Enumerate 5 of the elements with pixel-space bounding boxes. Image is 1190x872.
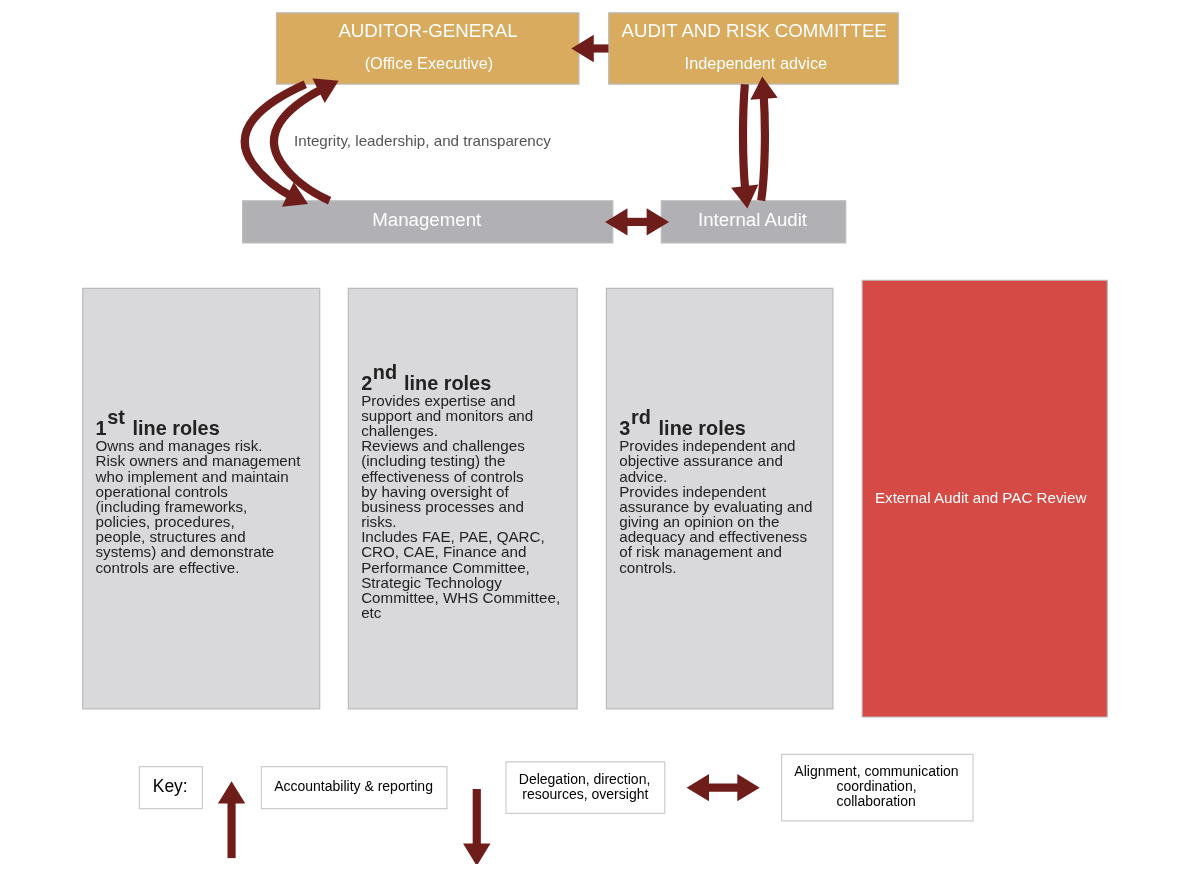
legend-label: Accountability & reporting xyxy=(274,778,433,795)
label: Integrity, leadership, and transparency xyxy=(294,132,551,150)
legend-label: Delegation, direction, resources, oversight xyxy=(518,770,651,802)
legend-label: Alignment, communication coordination, collaboration xyxy=(794,763,959,810)
label: Key: xyxy=(152,775,188,796)
